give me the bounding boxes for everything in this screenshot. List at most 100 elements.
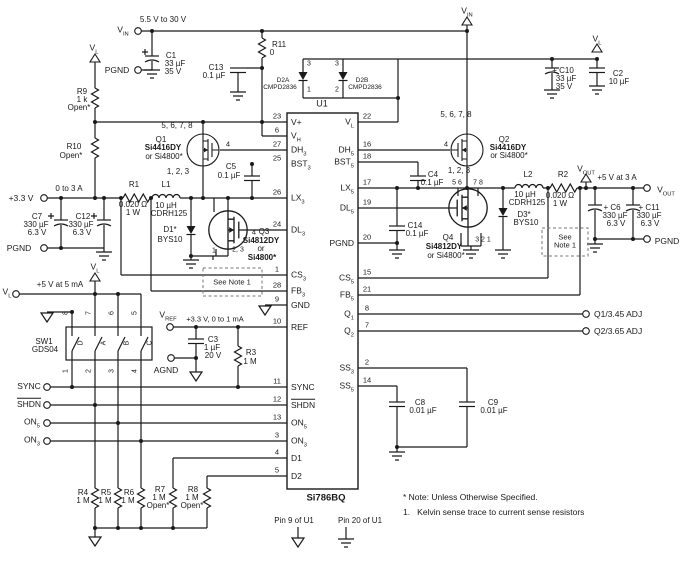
u1-pin19-name: DL5	[339, 202, 354, 216]
q3-gate-pin: 4	[251, 227, 257, 237]
terminal-pgnd3-label: PGND	[654, 235, 680, 246]
u1-pin6-number: 6	[274, 125, 280, 135]
u1-pin5-number: 5	[274, 465, 280, 475]
u1-pin6-name: VH	[291, 130, 301, 144]
r6-ref: R6	[123, 488, 135, 497]
sw1-switch-b: B	[123, 340, 131, 346]
r2-pow: 1 W	[552, 199, 568, 208]
q3-or: or	[257, 244, 265, 253]
r3-val: 1 M	[243, 357, 257, 366]
c4-ref: C4	[427, 170, 439, 179]
u1-pin22-name: VL	[345, 116, 354, 130]
c10-ref: + C10	[552, 66, 574, 75]
r2-val: 0.020 Ω	[545, 191, 575, 200]
l1-part: CDRH125	[150, 209, 188, 218]
u1-pin2-name: SS3	[339, 362, 354, 376]
u1-pin24-number: 24	[272, 219, 282, 229]
terminal-on3-label: ON3	[24, 434, 40, 448]
d2a-ref: D2A	[276, 76, 290, 84]
r5-val: 1 M	[98, 496, 112, 505]
u1-pin23-number: 23	[272, 111, 282, 121]
u1-pin14-name: SS5	[339, 380, 354, 394]
q2-pins-top: 5, 6, 7, 8	[440, 110, 472, 119]
c2-val: 10 µF	[608, 77, 630, 86]
u1-pin14-number: 14	[362, 375, 372, 385]
c9-val: 0.01 µF	[480, 406, 508, 415]
u1-pin23-name: V+	[291, 116, 302, 127]
sw1-pin7: 7	[85, 311, 93, 315]
terminal-agnd-label: AGND	[153, 364, 179, 375]
r1-pow: 1 W	[125, 208, 141, 217]
sw1-pin2: 2	[85, 369, 93, 373]
c7-val: 330 µF	[23, 220, 49, 229]
q3-ref: Q3	[258, 227, 270, 236]
u1-pin2-number: 2	[364, 357, 370, 367]
u1-pin15-number: 15	[362, 267, 372, 277]
q3-pins23: 2, 3	[232, 246, 244, 254]
u1-pin13-number: 13	[272, 412, 282, 422]
u1-pin18-number: 18	[362, 151, 372, 161]
u1-pin4-name: D1	[291, 452, 302, 463]
terminal-vref-label: VREF	[159, 309, 177, 323]
u1-pin7-number: 7	[364, 320, 370, 330]
c5-ref: C5	[225, 162, 237, 171]
c3-volt: 20 V	[204, 351, 222, 360]
terminal-vl-label: VL	[2, 286, 12, 300]
u1-pin27-name: DH3	[291, 144, 307, 158]
sw1-part: GDS04	[31, 345, 59, 354]
q4-alt: or Si4800*	[427, 251, 465, 260]
d2b-ref: D2B	[355, 76, 369, 84]
pin20-legend: Pin 20 of U1	[337, 516, 383, 525]
u1-ref: U1	[316, 98, 328, 109]
r10-ref: R10	[66, 142, 82, 151]
u1-pin24-name: DL3	[291, 224, 306, 238]
vl-current: +5 V at 5 mA	[36, 280, 84, 289]
u1-pin8-number: 8	[364, 303, 370, 313]
u1-pin21-name: FB5	[339, 289, 354, 303]
c11-val: 330 µF	[636, 211, 662, 220]
u1-pin3-name: ON3	[291, 435, 307, 449]
u1-pin1-number: 1	[274, 264, 280, 274]
note-kelvin-sense: 1. Kelvin sense trace to current sense r…	[403, 507, 585, 517]
u1-part-label: Si786BQ	[306, 492, 346, 504]
u1-pin3-number: 3	[274, 430, 280, 440]
r9-ref: R9	[76, 87, 88, 96]
c13-val: 0.1 µF	[202, 71, 226, 80]
u1-pin28-name: FB3	[291, 285, 306, 299]
u1-pin10-name: REF	[291, 321, 308, 332]
l1-ref: L1	[161, 180, 171, 189]
u1-pin8-name: Q1	[344, 308, 354, 322]
c3-val: 1 µF	[203, 343, 221, 352]
d2b-pin3: 3	[335, 60, 339, 68]
c6-val: 330 µF	[602, 211, 628, 220]
u1-pin12-number: 12	[272, 394, 282, 404]
u1-pin26-number: 26	[272, 187, 282, 197]
terminal-33v-label: +3.3 V	[8, 192, 34, 203]
sw1-pin4: 4	[131, 369, 139, 373]
u1-pin17-number: 17	[362, 177, 372, 187]
c7-ref: C7	[31, 212, 43, 221]
r2-ref: R2	[557, 170, 569, 179]
u1-pin17-name: LX5	[340, 182, 354, 196]
q1-pins-top: 5, 6, 7, 8	[161, 121, 193, 130]
d1-part: BYS10	[157, 235, 183, 244]
c10-val: 33 µF	[555, 74, 577, 83]
d2a-pin1: 1	[307, 86, 311, 94]
c8-val: 0.01 µF	[409, 406, 437, 415]
u1-pin20-number: 20	[362, 232, 372, 242]
terminal-vin-label: VIN	[117, 24, 129, 38]
c1-volt: 35 V	[164, 67, 182, 76]
c4-val: 0.1 µF	[420, 178, 444, 187]
u1-pin9-number: 9	[274, 294, 280, 304]
c12-val: 330 µF	[68, 220, 94, 229]
vin-flag2-label: VIN	[461, 5, 473, 19]
c6-ref: + C6	[603, 203, 621, 212]
vl-flag1-label: VL	[89, 42, 99, 56]
u1-pin19-number: 19	[362, 197, 372, 207]
r4-val: 1 M	[76, 496, 90, 505]
vl-flag2-label: VL	[592, 33, 602, 47]
c14-val: 0.1 µF	[405, 229, 429, 238]
d2a-part: CMPD2836	[263, 83, 297, 91]
